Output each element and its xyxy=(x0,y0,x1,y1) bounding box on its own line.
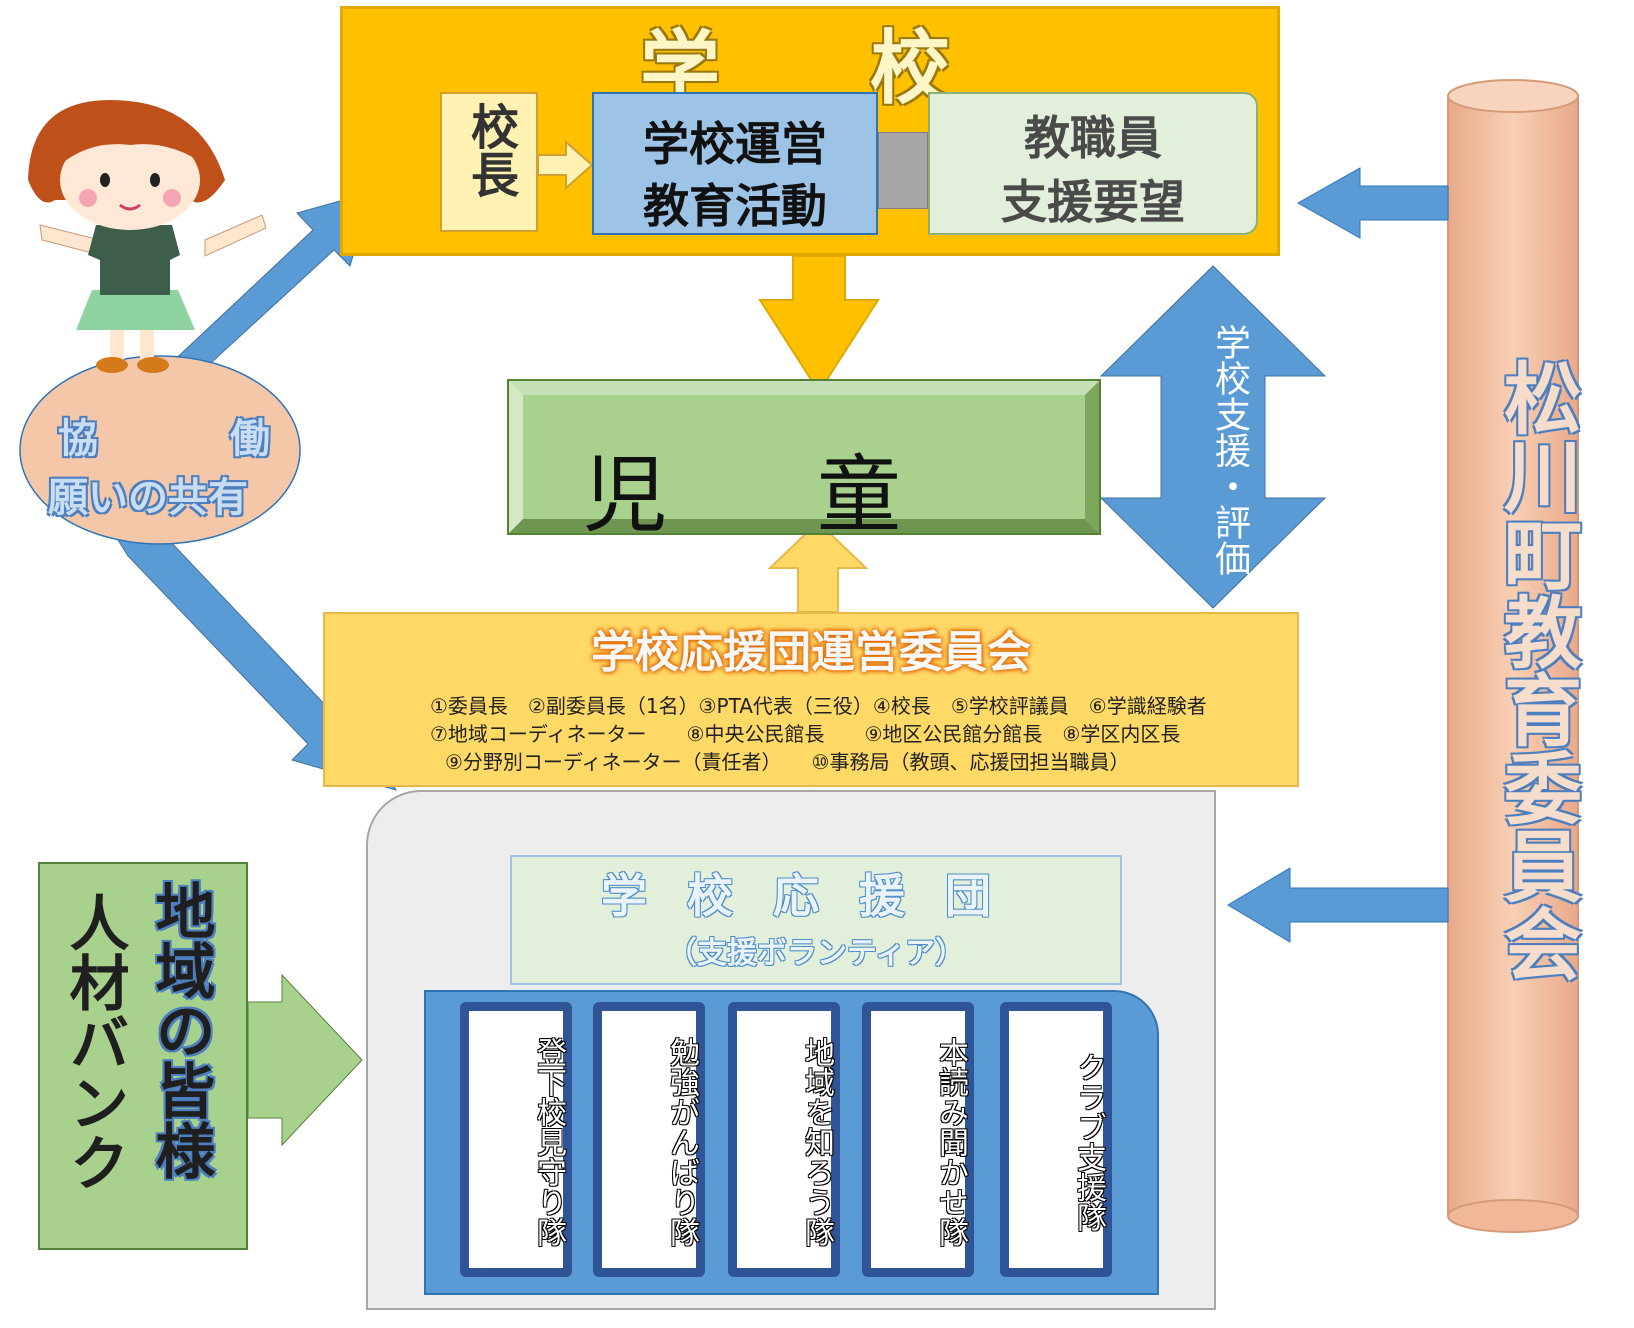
arrow-committee-to-children xyxy=(767,520,869,613)
arrow-board-to-support xyxy=(1227,867,1449,943)
children-box xyxy=(507,379,1101,535)
collaboration-ellipse xyxy=(19,355,301,545)
staff-line2: 支援要望 xyxy=(1001,175,1185,229)
support-eval-arrow xyxy=(1099,265,1327,609)
team-label: 勉強がんばり隊 xyxy=(664,1037,699,1247)
collaboration-word2: 働 xyxy=(230,416,270,462)
children-label: 児童 xyxy=(582,446,1051,544)
community-bank-box xyxy=(38,862,248,1250)
team-label: 登下校見守り隊 xyxy=(531,1037,566,1247)
support-group-subtitle: （支援ボランティア） xyxy=(666,936,966,971)
girl-illustration xyxy=(28,100,267,373)
connector-bar xyxy=(878,132,928,209)
committee-title: 学校応援団運営委員会 xyxy=(591,627,1031,678)
operations-box: 学校運営 教育活動 xyxy=(592,92,878,235)
community-bank-col2: 人材バンク xyxy=(59,892,129,1192)
principal-box: 校長 xyxy=(440,92,538,232)
support-group-title: 学校応援団 xyxy=(601,869,1031,923)
board-pillar xyxy=(1447,79,1579,1233)
team-card: 本読み聞かせ隊 xyxy=(862,1002,974,1277)
team-card: クラブ支援隊 xyxy=(1000,1002,1112,1277)
support-group-box xyxy=(510,855,1122,985)
committee-members-line2: ⑦地域コーディネーター ⑧中央公民館長 ⑨地区公民館分館長 ⑧学区内区長 xyxy=(430,722,1181,746)
team-label: 地域を知ろう隊 xyxy=(799,1037,834,1247)
arrow-bank-to-support xyxy=(247,973,363,1147)
team-card: 地域を知ろう隊 xyxy=(728,1002,840,1277)
staff-box: 教職員 支援要望 xyxy=(928,92,1258,235)
principal-label: 校長 xyxy=(462,102,518,198)
operations-line1: 学校運営 xyxy=(643,117,827,171)
committee-box xyxy=(323,612,1299,787)
staff-line1: 教職員 xyxy=(1024,111,1162,165)
community-bank-col1: 地域の皆様 xyxy=(145,880,215,1180)
team-label: クラブ支援隊 xyxy=(1071,1052,1106,1232)
support-eval-label: 学校支援・評価 xyxy=(1209,324,1250,576)
arrow-school-to-children xyxy=(758,255,880,394)
operations-line2: 教育活動 xyxy=(643,179,827,233)
committee-members-line1: ①委員長 ②副委員長（1名）③PTA代表（三役）④校長 ⑤学校評議員 ⑥学識経験… xyxy=(430,694,1207,718)
collaboration-word1: 協 xyxy=(58,416,98,462)
board-of-education-label: 松川町教育委員会 xyxy=(1491,358,1581,982)
arrow-principal-to-operations xyxy=(538,140,594,190)
team-card: 勉強がんばり隊 xyxy=(593,1002,705,1277)
team-label: 本読み聞かせ隊 xyxy=(933,1037,968,1247)
team-card: 登下校見守り隊 xyxy=(460,1002,572,1277)
arrow-board-to-school xyxy=(1296,167,1449,239)
collaboration-line2: 願いの共有 xyxy=(48,475,248,521)
committee-members-line3: ⑨分野別コーディネーター（責任者） ⑩事務局（教頭、応援団担当職員） xyxy=(445,750,1130,774)
